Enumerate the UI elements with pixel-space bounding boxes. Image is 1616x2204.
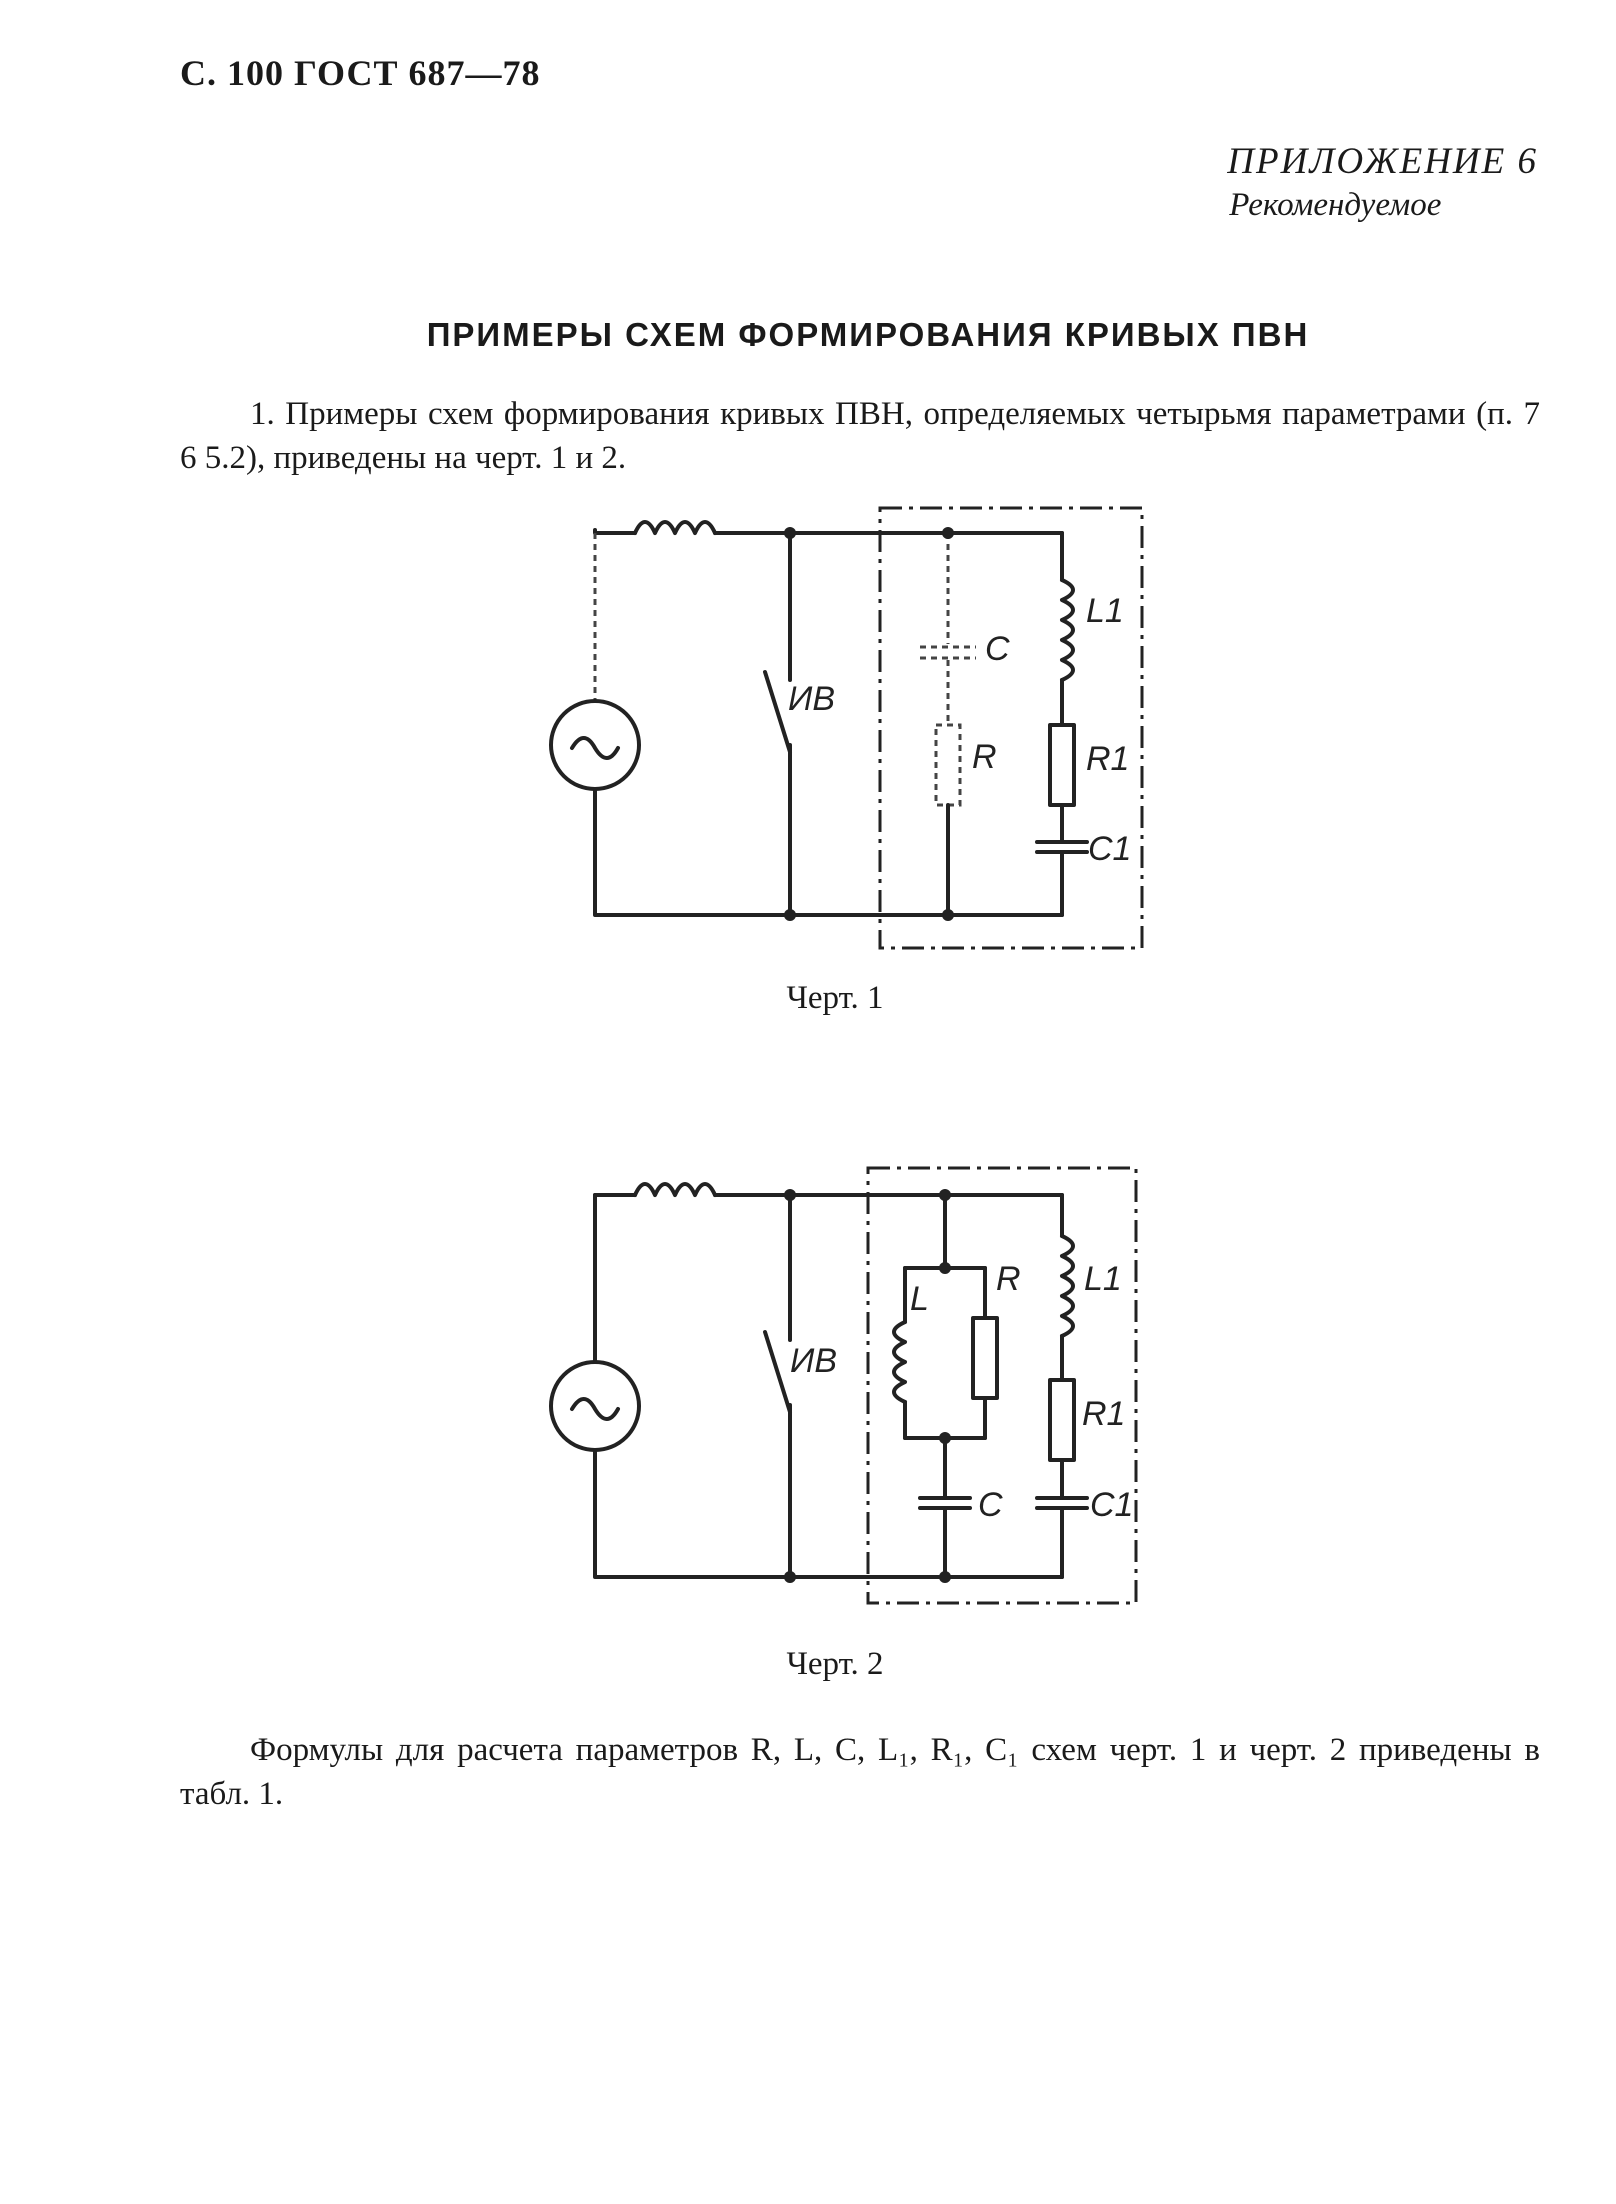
label-c1-1: C1 [1088, 830, 1131, 868]
label-l1-1: L1 [1086, 592, 1124, 630]
inductor-l1-1 [1060, 578, 1075, 682]
switch-iv-1 [763, 670, 792, 754]
section-title: ПРИМЕРЫ СХЕМ ФОРМИРОВАНИЯ КРИВЫХ ПВН [426, 316, 1310, 353]
resistor-r1-2 [1048, 1378, 1076, 1462]
label-r-2: R [996, 1260, 1021, 1298]
appendix-title: ПРИЛОЖЕНИЕ 6 [1227, 141, 1538, 182]
label-c1-2: C1 [1090, 1486, 1133, 1524]
paragraph-intro: 1. Примеры схем формирования кривых ПВН,… [180, 396, 1540, 476]
appendix-block: ПРИЛОЖЕНИЕ 6 Рекомендуемое [1227, 140, 1538, 224]
label-c-1: C [985, 630, 1010, 668]
resistor-r-2 [971, 1316, 999, 1400]
source-inductor-1 [633, 520, 717, 535]
inductor-l1-2 [1060, 1234, 1075, 1338]
label-switch-1: ИВ [788, 680, 835, 718]
label-switch-2: ИВ [790, 1342, 837, 1380]
label-c-2: C [978, 1486, 1003, 1524]
label-l1-2: L1 [1084, 1260, 1122, 1298]
figure-caption-2: Черт. 2 [786, 1646, 884, 1682]
inductor-l-2 [892, 1320, 907, 1404]
label-r1-1: R1 [1086, 740, 1129, 778]
resistor-r1-1 [1048, 723, 1076, 807]
capacitor-c-1 [920, 645, 976, 660]
circuit-diagram-2: ИВ L R L1 R1 C C1 [549, 1166, 1138, 1605]
switch-iv-2 [763, 1330, 792, 1414]
enclosure-box-2 [866, 1166, 1138, 1605]
enclosure-box-1 [878, 506, 1144, 950]
label-r1-2: R1 [1082, 1395, 1125, 1433]
figure-caption-1: Черт. 1 [786, 980, 884, 1016]
appendix-subtitle: Рекомендуемое [1229, 187, 1442, 223]
paragraph-formulas: Формулы для расчета параметров R, L, C, … [180, 1732, 1540, 1812]
label-l-2: L [910, 1280, 929, 1318]
label-r-1: R [972, 738, 997, 776]
circuit-diagram-1: ИВ C R L1 R1 C1 [549, 506, 1144, 950]
source-inductor-2 [633, 1182, 717, 1197]
resistor-r-1 [934, 723, 962, 807]
page-header: С. 100 ГОСТ 687—78 [180, 53, 541, 93]
